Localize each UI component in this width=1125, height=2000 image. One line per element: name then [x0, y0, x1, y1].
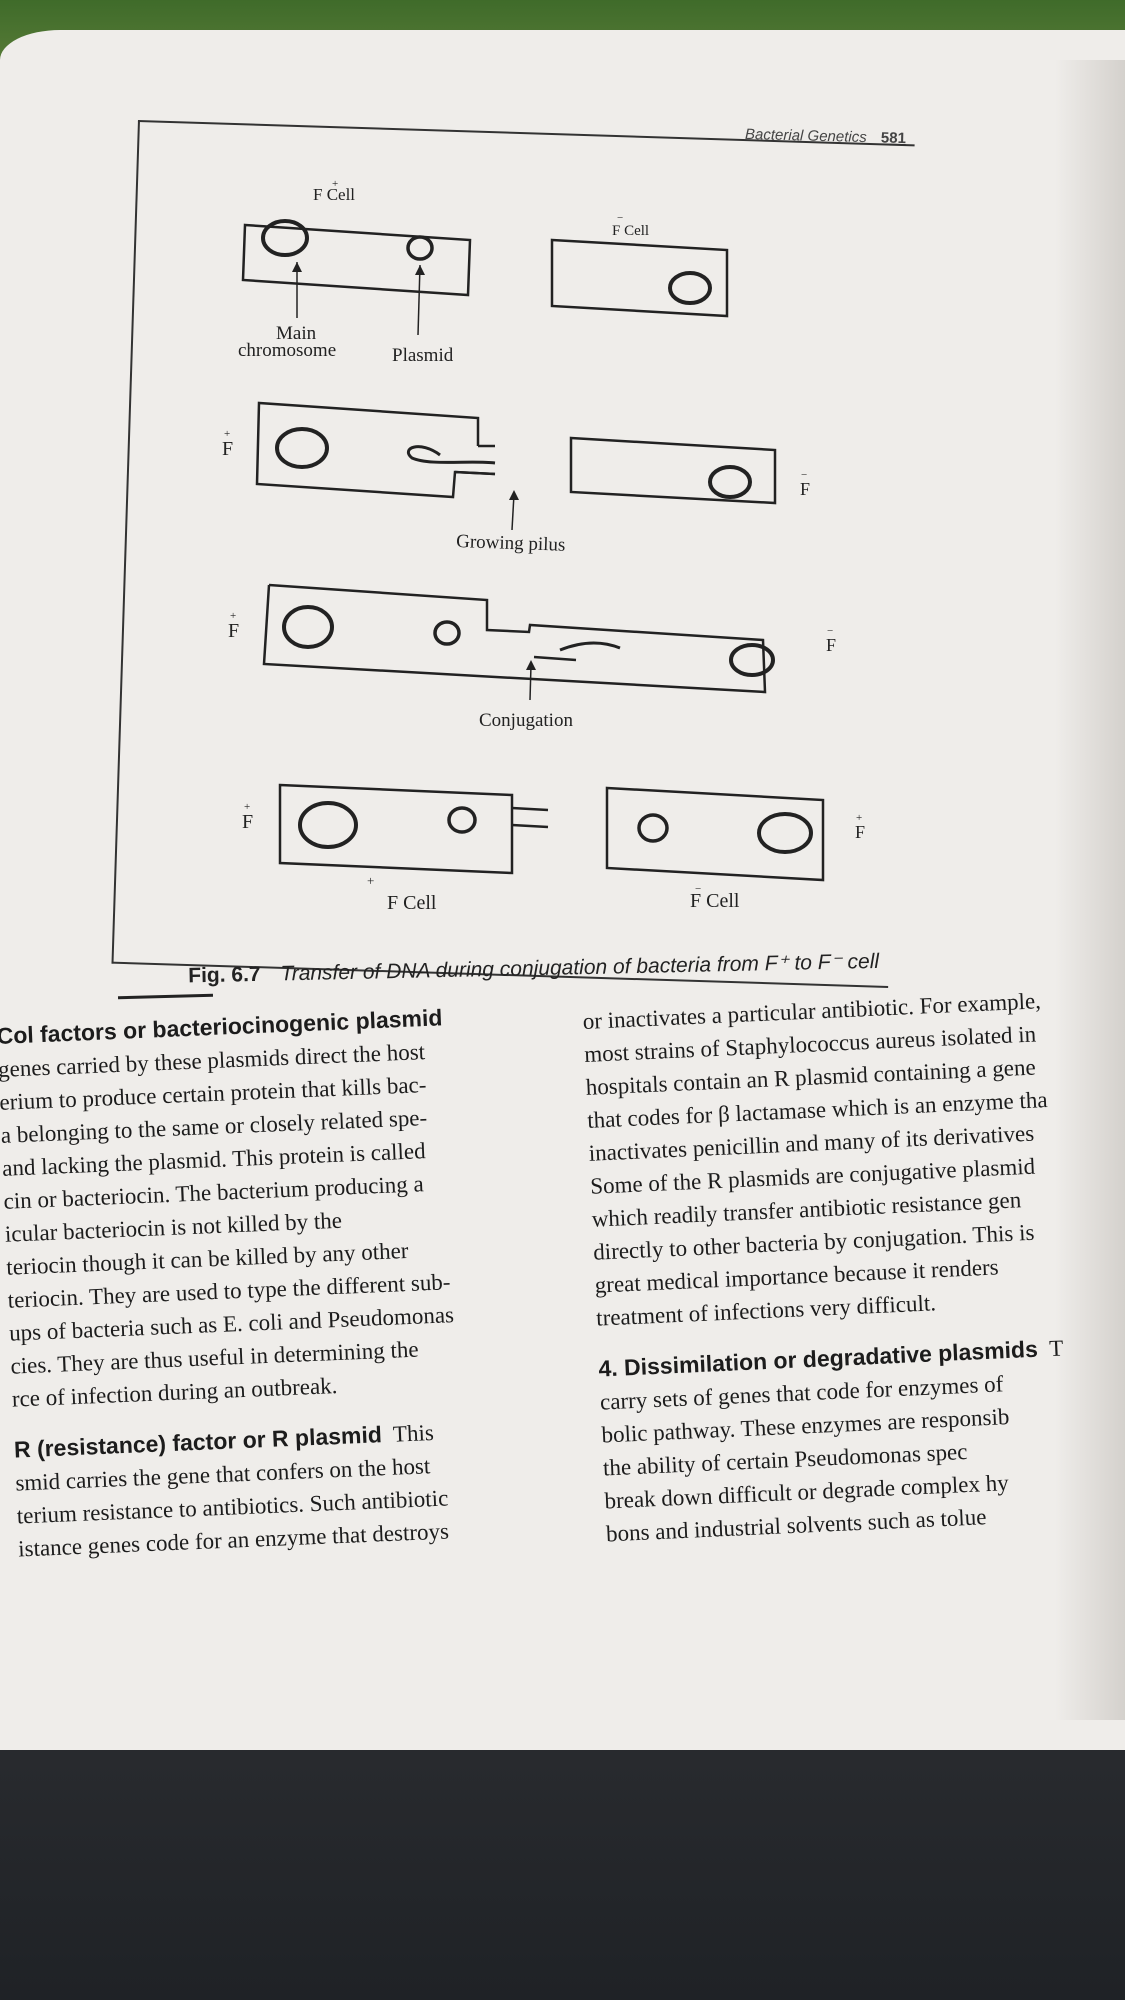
stage2-left-label: F: [222, 438, 233, 460]
stage4-right-label: F: [855, 822, 865, 842]
conjugating-cells-stage3: [262, 583, 767, 694]
stage2-right-label: F: [800, 479, 810, 499]
conjugation-diagram: + F Cell − F Cell Main chromosome Plasmi…: [222, 178, 865, 914]
right-heading-tail: T: [1048, 1335, 1064, 1362]
recipient-cell-stage1: [550, 238, 729, 318]
stage2-left-sup: +: [224, 428, 230, 440]
donor-label-sup: +: [332, 178, 338, 190]
stage4-left-sup: +: [244, 801, 250, 813]
stage3-right-label: F: [826, 635, 836, 655]
floor-background: [0, 1700, 1125, 2000]
donor-cell-stage1: [241, 223, 472, 297]
recipient-cell-stage2: [569, 436, 777, 505]
left-line: This: [392, 1420, 435, 1447]
right-text-column: or inactivates a particular antibiotic. …: [582, 980, 1125, 1550]
growing-pilus-label: Growing pilus: [456, 531, 566, 556]
stage4-recipient-cell-label: F Cell: [690, 890, 740, 912]
recipient-cell-stage4: [605, 786, 825, 882]
stage4-recipient-sup: −: [695, 883, 701, 895]
main-chromosome-label: Main: [276, 323, 317, 344]
book-page: [0, 30, 1125, 1750]
donor-label-stage1: F Cell: [313, 185, 355, 204]
stage4-left-label: F: [242, 811, 253, 833]
main-chromosome-ring: [261, 219, 309, 257]
stage3-right-sup: −: [827, 625, 833, 637]
main-chromosome-label-2: chromosome: [238, 340, 336, 361]
stage4-donor-sup: +: [367, 873, 374, 888]
recipient-label-sup: −: [617, 212, 623, 224]
conjugation-label: Conjugation: [479, 710, 573, 731]
plasmid-label: Plasmid: [392, 345, 454, 366]
page-shadow: [1055, 60, 1125, 1720]
stage3-left-label: F: [228, 620, 239, 642]
donor-cell-stage4: [278, 783, 514, 875]
recipient-label-stage1: F Cell: [612, 223, 649, 239]
stage3-left-sup: +: [230, 610, 236, 622]
left-text-column: Col factors or bacteriocinogenic plasmid…: [0, 995, 608, 1565]
stage4-right-sup: +: [856, 812, 862, 824]
plasmid-ring: [406, 235, 434, 261]
stage2-right-sup: −: [801, 469, 807, 481]
figure-number: Fig. 6.7: [188, 962, 261, 988]
donor-cell-stage2: [255, 401, 496, 499]
stage4-donor-cell-label: F Cell: [387, 892, 437, 914]
